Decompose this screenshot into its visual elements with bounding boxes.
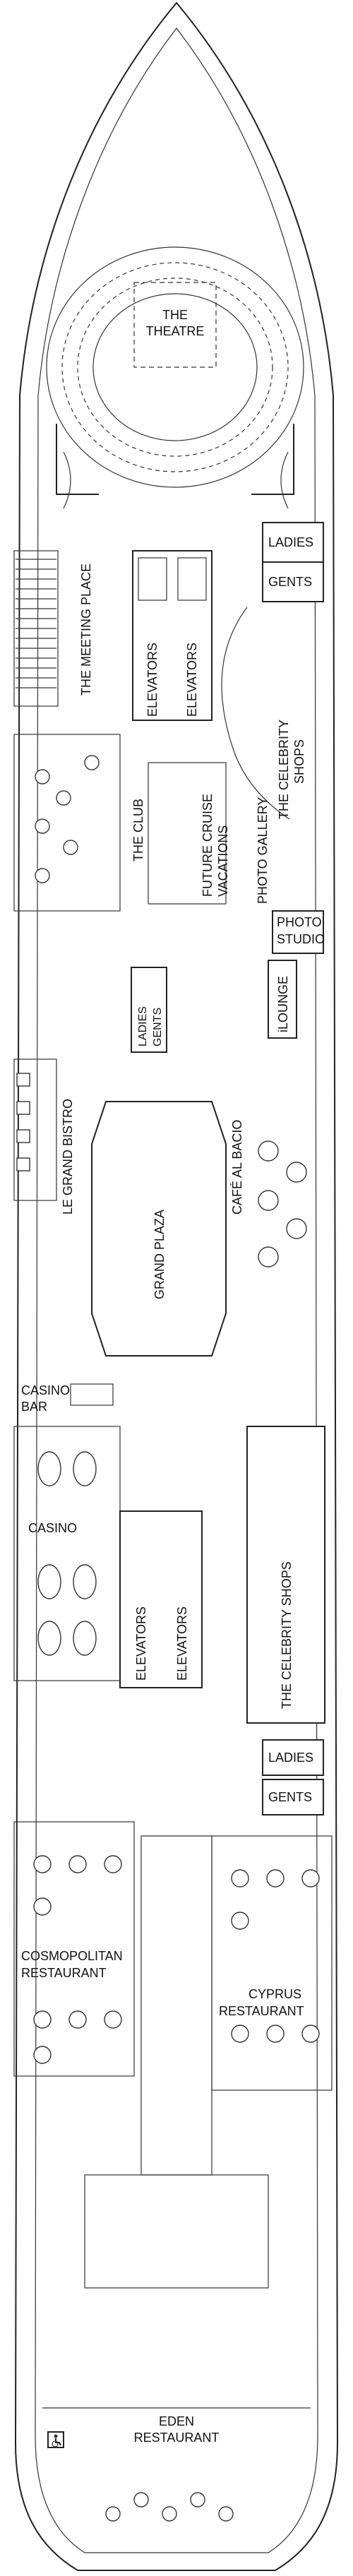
casino-bar-line1: CASINO — [21, 1383, 70, 1397]
celebrity-shops-top-line2: SHOPS — [292, 739, 306, 784]
future-cruise-vacations: FUTURE CRUISE VACATIONS — [148, 762, 230, 905]
gents-bottom-label: GENTS — [268, 1790, 312, 1804]
ilounge-label: iLOUNGE — [276, 976, 290, 1032]
le-grand-bistro: LE GRAND BISTRO — [13, 1059, 75, 1215]
elevators-top-a-label: ELEVATORS — [145, 643, 160, 717]
ladies-bottom-label: LADIES — [268, 1751, 313, 1765]
cafe-al-bacio: CAFÉ AL BACIO — [230, 1120, 307, 1268]
restrooms-bottom: LADIES GENTS — [262, 1739, 324, 1815]
photo-studio-line2: STUDIO — [277, 932, 325, 946]
theatre: THE THEATRE — [46, 246, 304, 509]
cafe-al-bacio-label: CAFÉ AL BACIO — [230, 1120, 244, 1215]
grand-plaza-label: GRAND PLAZA — [152, 1210, 167, 1299]
the-club-label: THE CLUB — [131, 799, 145, 861]
cyprus-restaurant: CYPRUS RESTAURANT — [211, 1835, 333, 2091]
meeting-place: THE MEETING PLACE — [13, 550, 93, 707]
photo-area: PHOTO GALLERY PHOTO STUDIO — [256, 797, 325, 954]
photo-gallery-label: PHOTO GALLERY — [256, 797, 270, 904]
cosmopolitan-line2: RESTAURANT — [21, 1966, 107, 1980]
ilounge: iLOUNGE — [268, 960, 297, 1039]
casino-bar-line2: BAR — [21, 1400, 47, 1414]
cyprus-line2: RESTAURANT — [219, 2004, 304, 2018]
hull-outline — [14, 1, 339, 2571]
cosmopolitan-restaurant: COSMOPOLITAN RESTAURANT — [13, 1821, 135, 2077]
casino-bar: CASINO BAR — [21, 1383, 114, 1414]
restrooms-mid: LADIES GENTS — [131, 967, 167, 1053]
elevators-top-b-label: ELEVATORS — [185, 643, 199, 717]
elevators-bottom-b-label: ELEVATORS — [175, 1606, 189, 1681]
gents-mid-label: GENTS — [152, 1008, 164, 1046]
future-cruise-line2: VACATIONS — [216, 825, 230, 897]
eden-restaurant: EDEN RESTAURANT — [42, 2407, 311, 2522]
grand-bistro-label: LE GRAND BISTRO — [61, 1099, 75, 1215]
theatre-label-line1: THE — [162, 308, 188, 322]
cyprus-line1: CYPRUS — [249, 1987, 301, 2001]
eden-line2: RESTAURANT — [134, 2431, 220, 2445]
casino: CASINO — [13, 1426, 121, 1681]
eden-line1: EDEN — [159, 2414, 194, 2428]
elevators-bottom-a-label: ELEVATORS — [134, 1606, 148, 1681]
cosmopolitan-line1: COSMOPOLITAN — [21, 1949, 123, 1963]
casino-label: CASINO — [28, 1521, 77, 1535]
grand-plaza: GRAND PLAZA — [91, 1101, 227, 1356]
restrooms-top: LADIES GENTS — [262, 522, 324, 602]
service-area — [84, 1835, 269, 2289]
ladies-mid-label: LADIES — [137, 1006, 149, 1046]
hull-inner — [35, 28, 318, 2553]
ladies-top-label: LADIES — [268, 535, 313, 549]
elevators-top: ELEVATORS ELEVATORS — [132, 550, 213, 721]
celebrity-shops-bottom-label: THE CELEBRITY SHOPS — [280, 1561, 294, 1709]
the-club: THE CLUB — [13, 734, 145, 912]
gents-top-label: GENTS — [268, 575, 312, 589]
celebrity-shops-top-line1: THE CELEBRITY — [277, 720, 291, 819]
photo-studio-line1: PHOTO — [277, 915, 322, 929]
elevators-bottom: ELEVATORS ELEVATORS — [119, 1510, 203, 1688]
future-cruise-line1: FUTURE CRUISE — [201, 794, 215, 897]
meeting-place-label: THE MEETING PLACE — [79, 564, 93, 696]
celebrity-shops-top: THE CELEBRITY SHOPS — [221, 607, 306, 820]
celebrity-shops-bottom: THE CELEBRITY SHOPS — [246, 1426, 325, 1724]
theatre-label-line2: THEATRE — [146, 324, 205, 338]
